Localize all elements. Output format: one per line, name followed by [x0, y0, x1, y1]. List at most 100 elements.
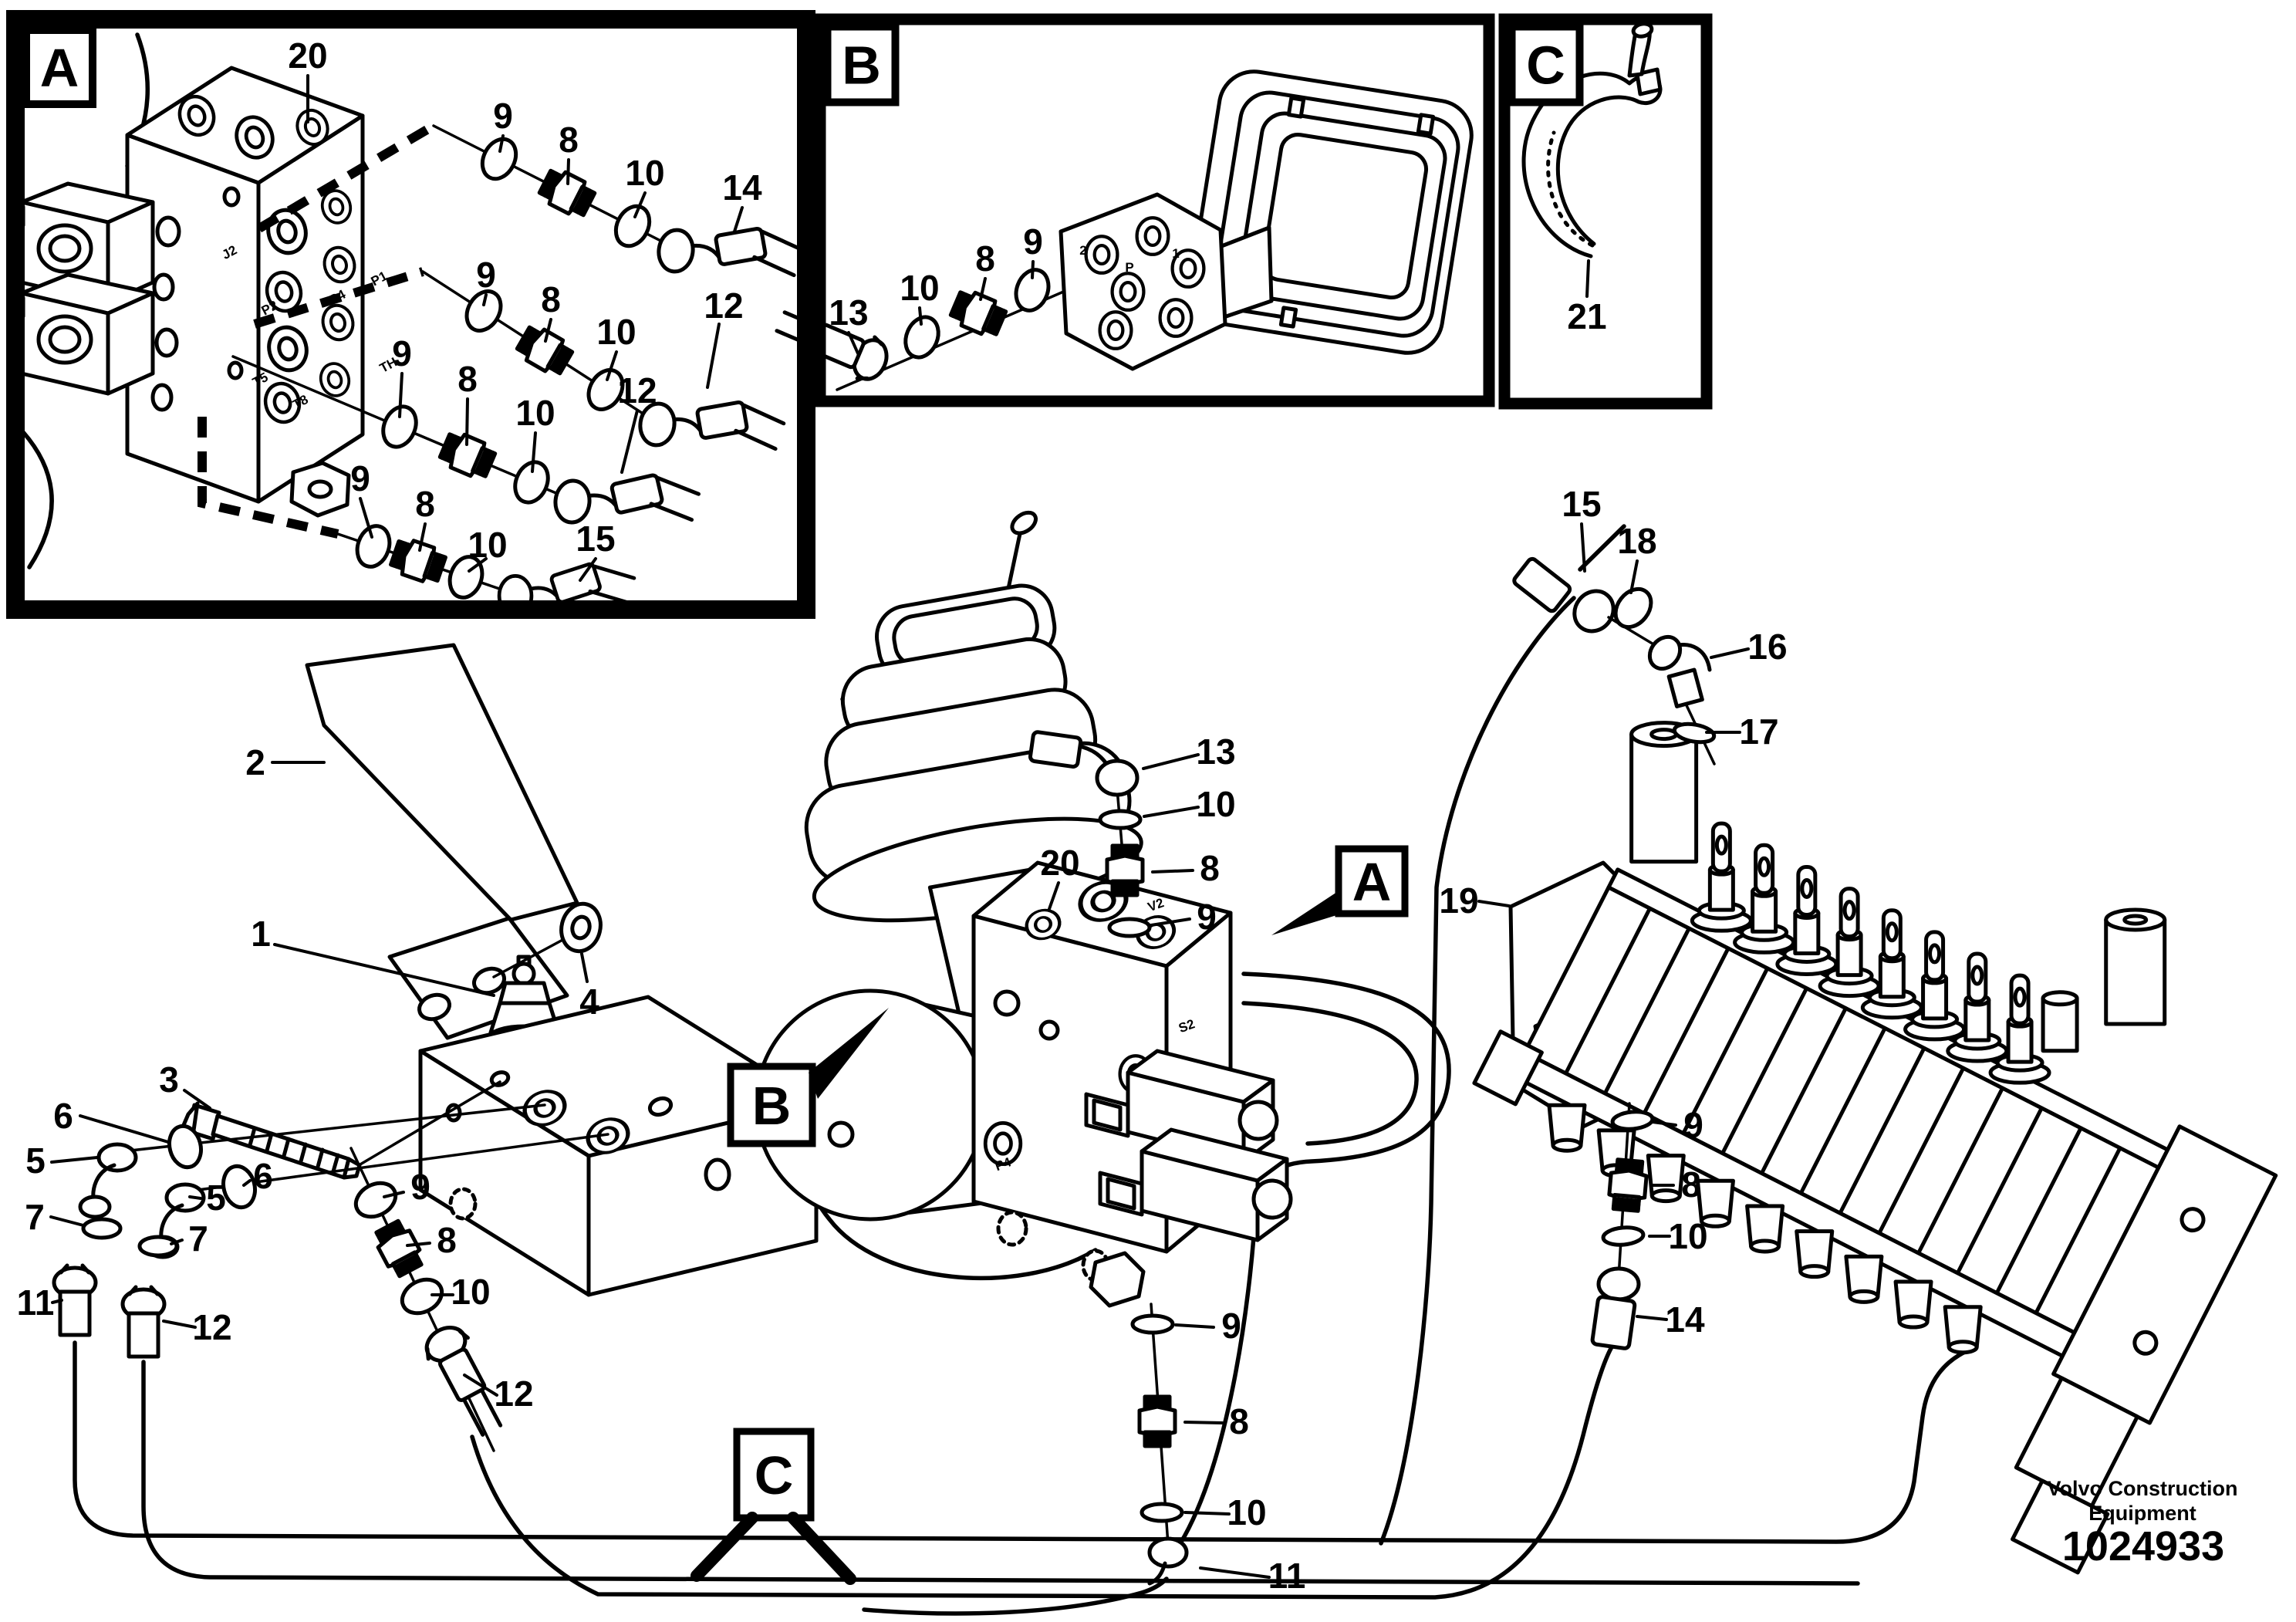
callout-a-r1-10: 10 — [625, 153, 664, 193]
callout-m-11: 11 — [17, 1282, 55, 1323]
callout-m-r10: 10 — [1668, 1216, 1707, 1256]
hook-notch — [1472, 1029, 1544, 1107]
inset-B-border — [814, 13, 1495, 407]
hex-plug — [1089, 1251, 1146, 1308]
callout-m-c12: 12 — [494, 1374, 533, 1414]
callout-m-18: 18 — [1617, 521, 1656, 561]
callout-c-21: 21 — [1567, 296, 1606, 336]
callout-a-r3-9: 9 — [392, 333, 412, 373]
callout-a-r4-9: 9 — [350, 458, 370, 498]
callout-leader-m-6b — [242, 1179, 252, 1187]
fitting-chain-row2 — [421, 270, 786, 462]
callout-a-r2-8: 8 — [541, 279, 561, 319]
callout-m-19: 19 — [1439, 880, 1478, 921]
mounting-bracket — [305, 643, 579, 1040]
callout-leader-a-r1-10 — [633, 191, 647, 218]
hex-plug — [289, 461, 351, 518]
callout-m-r9: 9 — [1683, 1105, 1703, 1145]
callout-a-r3-12: 12 — [617, 370, 657, 411]
callout-leader-a-r1-9 — [498, 134, 505, 153]
elbow-16 — [1647, 634, 1712, 708]
callout-leader-a-r4-9 — [359, 497, 373, 539]
callout-leader-a-r4-8 — [418, 522, 427, 552]
hose-s1 — [1178, 972, 1451, 1546]
callout-m-1: 1 — [251, 914, 271, 954]
port-label-2: 2 — [1079, 243, 1086, 258]
callout-m-12: 12 — [192, 1307, 231, 1347]
callout-m-10a: 10 — [1196, 784, 1235, 824]
callout-m-16: 16 — [1747, 627, 1787, 667]
fitting-chain-manifold-top — [1512, 556, 1715, 765]
callout-leader-m-7b — [170, 1238, 184, 1245]
pilot-valve-block-inset — [7, 66, 365, 518]
callout-leader-m-c9 — [383, 1191, 405, 1198]
inset-C-border — [1498, 13, 1713, 410]
marker-A-arrow — [1271, 889, 1342, 935]
hose-s2 — [1241, 1001, 1419, 1146]
hose-long-1 — [73, 1340, 1976, 1544]
callout-m-8a: 8 — [1200, 848, 1220, 888]
fitting-chain-row1 — [432, 124, 805, 289]
solenoid-valve-2 — [1098, 1127, 1293, 1242]
fitting-chain-block20-bottom — [1133, 1303, 1189, 1586]
elbow-11 — [1147, 1536, 1189, 1586]
callout-leader-m-13 — [1142, 753, 1200, 770]
callout-b-8: 8 — [975, 238, 995, 279]
callout-leader-m-8b — [1183, 1421, 1224, 1424]
doc-number: 1024933 — [2062, 1523, 2224, 1570]
manifold-19 — [1472, 721, 2278, 1575]
callout-a-r1-9: 9 — [493, 96, 513, 136]
callout-leader-m-5b — [188, 1195, 202, 1200]
callout-m-9a: 9 — [1197, 897, 1217, 937]
inset-A-tab — [22, 26, 96, 108]
callout-leader-m-3 — [183, 1089, 211, 1110]
callout-a-r1-14: 14 — [722, 167, 762, 208]
callout-m-2: 2 — [245, 742, 265, 782]
inset-A-letter: A — [40, 38, 79, 98]
callout-leader-m-9b — [1174, 1323, 1215, 1329]
callout-leader-m-7a — [49, 1215, 85, 1227]
joystick-base-unit — [1059, 69, 1474, 371]
marker-A-box — [1335, 845, 1409, 917]
marker-B-letter: B — [752, 1076, 792, 1136]
callout-b-13: 13 — [829, 292, 868, 333]
view-markers: ABC — [690, 845, 1409, 1585]
callout-leader-b-13 — [847, 331, 859, 355]
port-cylinder-left — [1629, 721, 1699, 864]
hose-long-2 — [141, 1360, 1860, 1586]
elbow-13 — [1028, 730, 1140, 797]
hose-block20-return — [862, 1576, 1169, 1616]
callout-leader-b-8 — [979, 277, 987, 301]
callout-leader-m-r14 — [1636, 1315, 1668, 1321]
callout-m-15: 15 — [1562, 484, 1601, 524]
callout-leader-m-10a — [1143, 806, 1200, 818]
callout-leader-a-r1-14 — [733, 206, 744, 233]
callout-leader-m-15 — [1580, 522, 1586, 573]
callout-m-9b: 9 — [1221, 1306, 1241, 1346]
brand-block: Volvo Construction Equipment 1024933 — [2048, 1477, 2238, 1570]
hose-15-run — [1379, 596, 1576, 1546]
callout-a-r4-8: 8 — [415, 484, 435, 524]
callout-leader-a-r2-12 — [706, 323, 721, 389]
marker-A-letter: A — [1352, 852, 1392, 912]
callout-leader-m-8a — [1151, 869, 1194, 874]
callout-a-r1-8: 8 — [559, 120, 579, 160]
callout-a-r2-12: 12 — [704, 286, 743, 326]
hose-fragment-left — [21, 430, 54, 569]
hose-end-15 — [1512, 556, 1616, 634]
valve-block-20 — [971, 787, 1293, 1308]
inset-a-content — [7, 32, 805, 616]
port-cylinder-right — [2104, 907, 2167, 1026]
fitting-chain-row4 — [336, 522, 634, 616]
marker-B-box — [727, 1063, 816, 1147]
fitting-chain-block20-top — [1028, 730, 1150, 936]
callout-m-4: 4 — [579, 982, 599, 1022]
stub-cylinder — [2041, 990, 2079, 1053]
callout-a-r2-9: 9 — [476, 255, 496, 295]
marker-B-arrow — [809, 1008, 889, 1099]
callout-leader-m-20 — [1048, 881, 1060, 911]
callout-leader-m-10b — [1183, 1511, 1231, 1516]
hose-end-14 — [1590, 1266, 1641, 1350]
callout-leader-a-r3-10 — [531, 431, 537, 473]
